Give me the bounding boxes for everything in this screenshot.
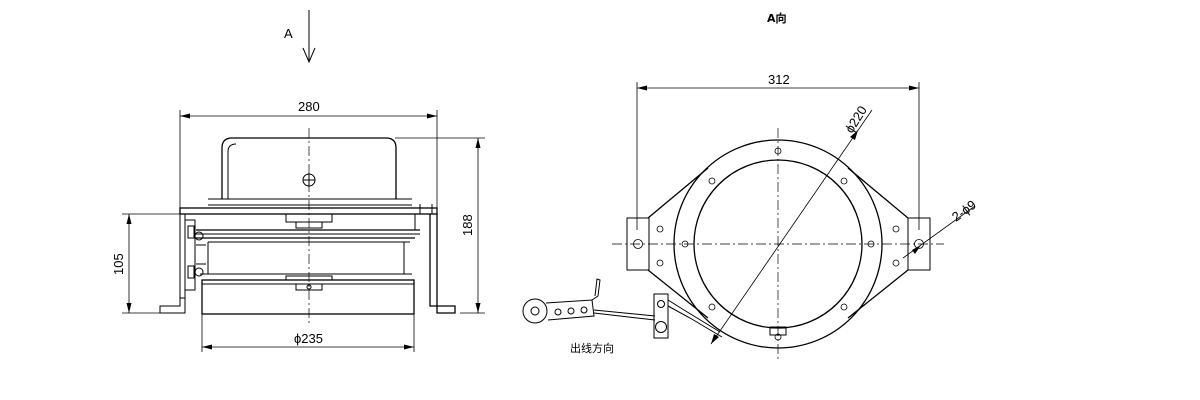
dim-bolt-circle-220: ϕ220 — [710, 103, 873, 345]
view-arrow: A — [284, 10, 316, 64]
dim-height-188: 188 — [395, 137, 485, 314]
front-view: A 280 188 105 — [111, 10, 485, 352]
dim-diameter-235: ϕ235 — [201, 314, 415, 352]
dim-width-280: 280 — [179, 99, 438, 212]
dim-width-280-text: 280 — [298, 99, 320, 114]
dim-holes-text: 2-ϕ9 — [949, 197, 979, 224]
dim-holes-2-9: 2-ϕ9 — [902, 197, 979, 259]
dim-height-188-text: 188 — [460, 214, 475, 236]
view-arrow-label: A — [284, 26, 293, 41]
top-plate — [179, 207, 438, 215]
right-bracket — [414, 214, 456, 314]
dim-height-105: 105 — [111, 213, 190, 314]
cable-outlet — [522, 278, 723, 339]
view-a-title: A向 — [767, 11, 787, 25]
mounting-flange — [647, 167, 909, 319]
dim-width-312: 312 — [636, 72, 920, 230]
dim-height-105-text: 105 — [111, 253, 126, 275]
left-bracket — [159, 213, 206, 314]
dim-diameter-235-text: ϕ235 — [294, 331, 323, 346]
dim-width-312-text: 312 — [768, 72, 790, 87]
view-a: A向 312 — [522, 11, 979, 360]
cable-direction-label: 出线方向 — [570, 341, 614, 355]
